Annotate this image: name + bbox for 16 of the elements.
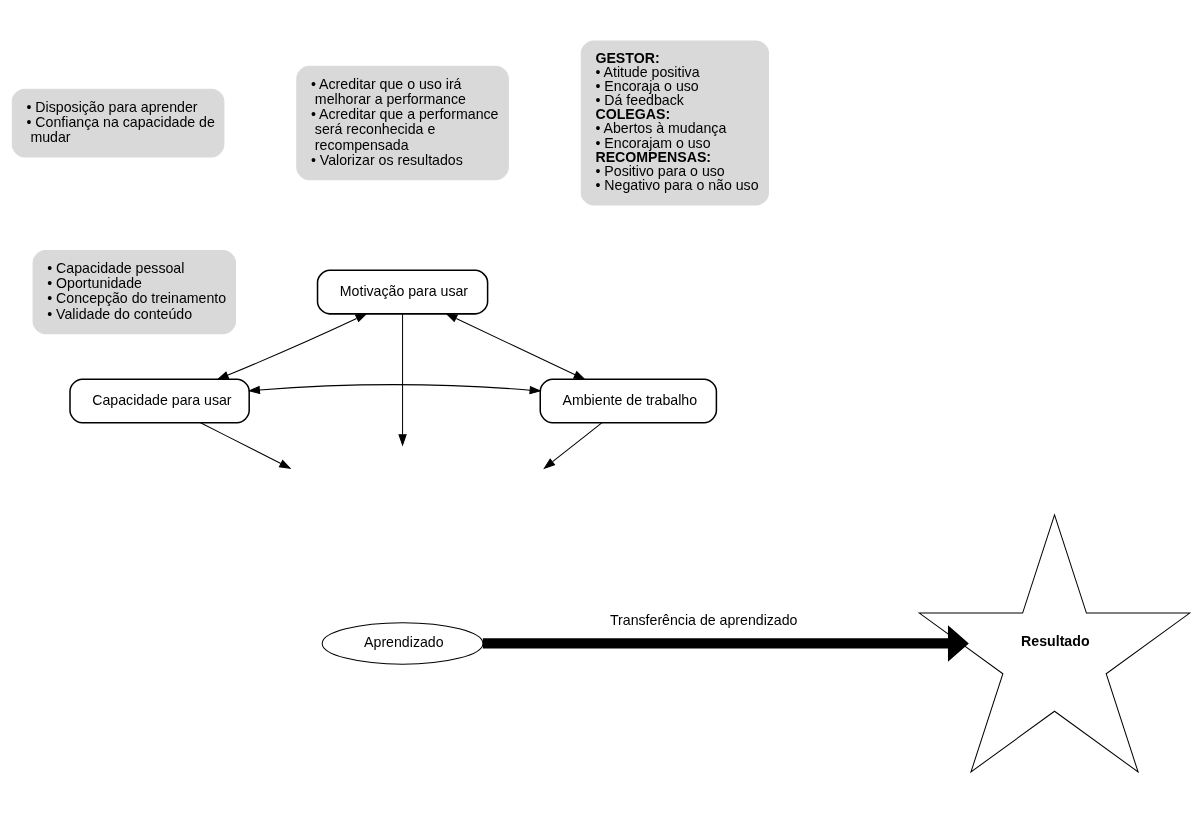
arrow <box>216 313 368 380</box>
node-box: Motivação para usar <box>316 269 489 315</box>
node-box: GESTOR: • Atitude positiva • Encoraja o uso • Dá feedback COLEGAS: • Abertos à mudança • Encorajam o uso RECOMPENSAS: • Positivo para o uso • Negativo para o não uso <box>580 40 770 206</box>
arrow <box>482 625 969 662</box>
node-box: Capacidade para usar <box>69 378 250 424</box>
arrow <box>200 422 292 469</box>
arrow <box>543 422 603 470</box>
node-ellipse: Aprendizado <box>321 622 484 665</box>
arrow <box>247 384 542 395</box>
arrow <box>398 313 407 447</box>
arrow <box>445 313 586 380</box>
node-box: Ambiente de trabalho <box>539 378 718 424</box>
edge-label: Transferência de aprendizado <box>609 611 798 628</box>
node-box: • Capacidade pessoal • Oportunidade • Concepção do treinamento • Validade do conteúdo <box>32 250 237 335</box>
node-box: • Disposição para aprender • Confiança na capacidade de mudar <box>11 88 225 158</box>
node-box: • Acreditar que o uso irá melhorar a performance • Acreditar que a performance será reconhecida e recompensada • Valorizar os resultados <box>296 65 509 181</box>
